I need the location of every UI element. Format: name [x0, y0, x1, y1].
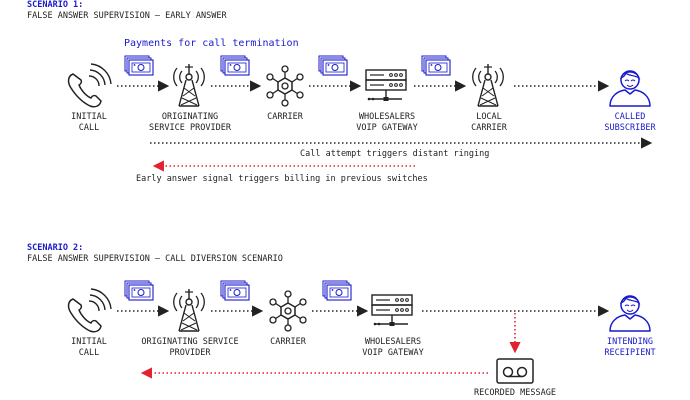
node-label-carrier: CARRIER [270, 337, 306, 347]
phone-icon [67, 288, 112, 333]
voip-gateway-icon [365, 69, 407, 102]
forward-note: Call attempt triggers distant ringing [300, 149, 490, 159]
person-icon [609, 295, 651, 332]
tower-icon [472, 63, 504, 107]
scenario1-title: FALSE ANSWER SUPERVISION – EARLY ANSWER [27, 11, 227, 21]
tower-icon [173, 288, 205, 332]
money-stack-icon [124, 55, 154, 76]
node-label-carrier: CARRIER [267, 112, 303, 122]
scenario2-title: FALSE ANSWER SUPERVISION – CALL DIVERSIO… [27, 254, 283, 264]
voip-gateway-icon [371, 294, 413, 327]
recorder-icon [496, 358, 534, 384]
person-icon [609, 70, 651, 107]
scenario1-header: SCENARIO 1: FALSE ANSWER SUPERVISION – E… [27, 0, 227, 22]
money-stack-icon [124, 280, 154, 301]
network-hub-icon [266, 65, 304, 107]
network-hub-icon [269, 290, 307, 332]
scenario1-tag: SCENARIO 1: [27, 0, 84, 10]
backward-note: Early answer signal triggers billing in … [136, 174, 428, 184]
money-stack-icon [318, 55, 348, 76]
money-stack-icon [220, 55, 250, 76]
money-stack-icon [322, 280, 352, 301]
node-label-recorded-message: RECORDED MESSAGE [474, 388, 556, 398]
scenario2-tag: SCENARIO 2: [27, 243, 84, 253]
phone-icon [67, 63, 112, 108]
money-stack-icon [220, 280, 250, 301]
scenario2-header: SCENARIO 2: FALSE ANSWER SUPERVISION – C… [27, 243, 283, 265]
payments-label: Payments for call termination [124, 38, 299, 49]
tower-icon [173, 63, 205, 107]
money-stack-icon [421, 55, 451, 76]
